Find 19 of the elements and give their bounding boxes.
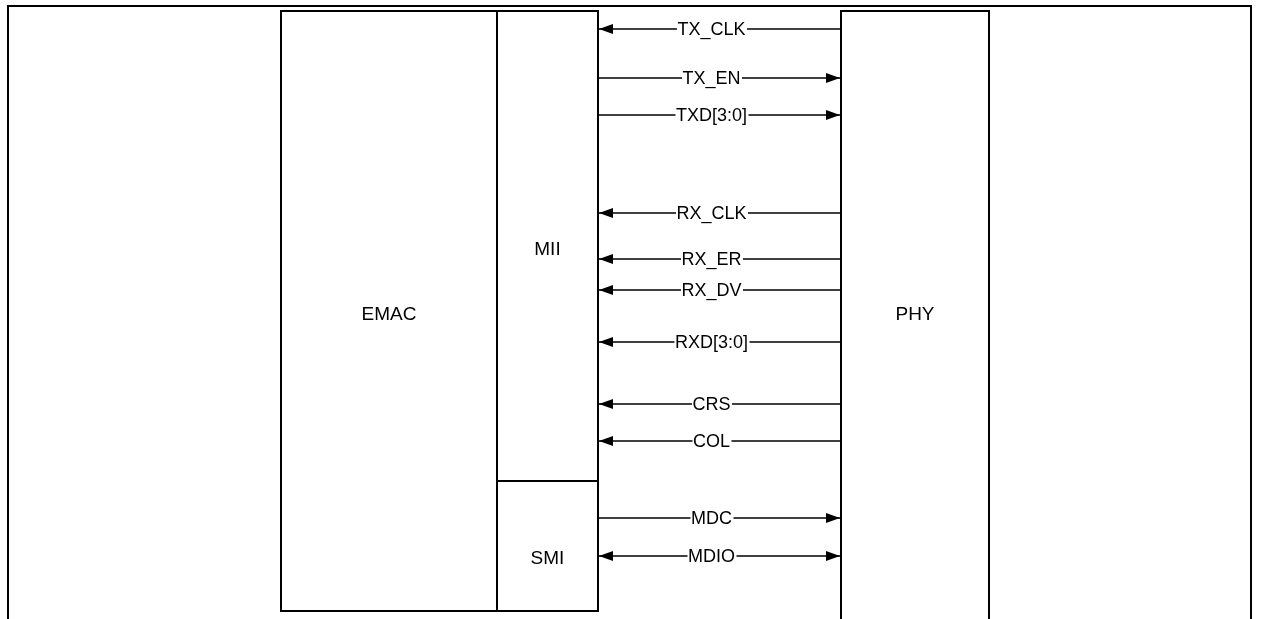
block-box [496, 10, 599, 482]
signal-label: MDIO [687, 547, 736, 565]
block-box [280, 10, 498, 612]
block-box [840, 10, 990, 619]
signal-label: RX_DV [680, 281, 743, 299]
block-label: SMI [529, 548, 566, 567]
signal-label: RX_CLK [675, 204, 748, 222]
signal-label: COL [692, 432, 731, 450]
signal-label: TX_CLK [676, 20, 747, 38]
signal-label: RXD[3:0] [674, 333, 749, 351]
signal-label: RX_ER [680, 250, 743, 268]
block-label: MII [533, 239, 562, 258]
block-label: EMAC [360, 304, 418, 323]
block-box [496, 480, 599, 612]
signal-label: TXD[3:0] [675, 106, 748, 124]
signal-label: CRS [691, 395, 732, 413]
signal-label: TX_EN [681, 69, 742, 87]
signal-label: MDC [690, 509, 733, 527]
block-label: PHY [894, 304, 936, 323]
